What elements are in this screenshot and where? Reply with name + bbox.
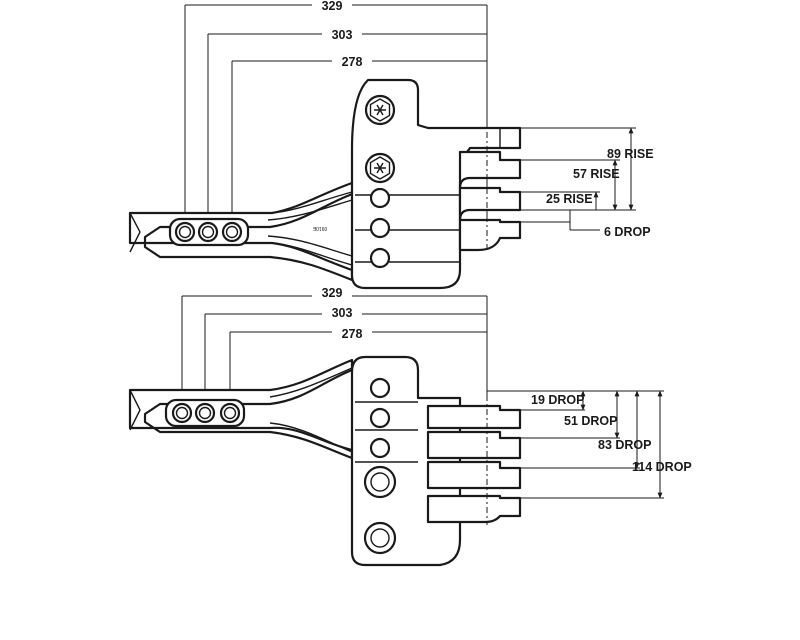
bottom-hitch-view: 329 303 278 <box>128 285 692 567</box>
top-label-89-rise: 89 RISE <box>607 147 654 161</box>
bottom-dim-278: 278 <box>342 327 363 341</box>
bottom-shank <box>128 358 354 460</box>
top-dim-303: 303 <box>332 28 353 42</box>
top-position-dimensions: 89 RISE 57 RISE 25 RISE 6 DROP <box>520 127 654 239</box>
bottom-label-83-drop: 83 DROP <box>598 438 652 452</box>
top-stamp: 0910E <box>312 225 327 231</box>
bottom-dim-303: 303 <box>332 306 353 320</box>
top-dim-278: 278 <box>342 55 363 69</box>
top-hitch-view: 329 303 278 0910E <box>128 0 654 290</box>
top-head-block <box>350 78 522 290</box>
top-shank: 0910E <box>128 181 357 282</box>
top-label-57-rise: 57 RISE <box>573 167 620 181</box>
bottom-overall-dimensions: 329 303 278 <box>181 285 488 413</box>
bottom-label-114-drop: 114 DROP <box>632 460 692 474</box>
bottom-dim-329: 329 <box>322 286 343 300</box>
top-label-25-rise: 25 RISE <box>546 192 593 206</box>
top-dim-329: 329 <box>322 0 343 13</box>
top-overall-dimensions: 329 303 278 <box>184 0 488 232</box>
top-label-6-drop: 6 DROP <box>604 225 651 239</box>
bottom-label-19-drop: 19 DROP <box>531 393 585 407</box>
bottom-position-dimensions: 19 DROP 51 DROP 83 DROP 114 DROP <box>487 390 692 499</box>
bottom-label-51-drop: 51 DROP <box>564 414 618 428</box>
bottom-head-block <box>350 355 522 567</box>
